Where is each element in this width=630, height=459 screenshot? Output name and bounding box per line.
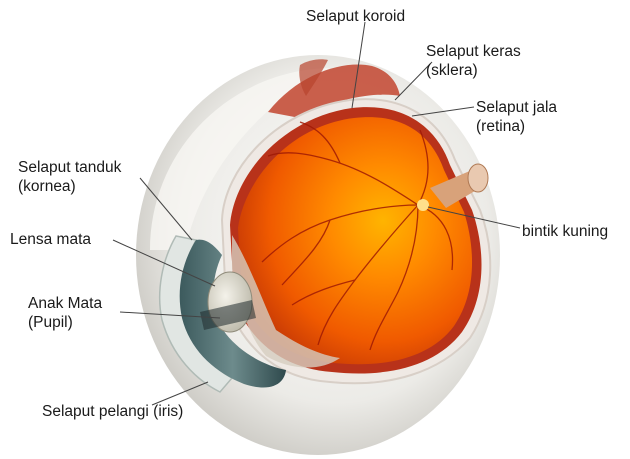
label-koroid: Selaput koroid [306, 7, 405, 26]
label-kornea: Selaput tanduk (kornea) [18, 158, 121, 196]
label-iris-text: Selaput pelangi (iris) [42, 402, 183, 421]
label-lensa-text: Lensa mata [10, 230, 91, 249]
label-iris: Selaput pelangi (iris) [42, 402, 183, 421]
label-kornea-line1: Selaput tanduk [18, 158, 121, 177]
label-bintik-text: bintik kuning [522, 222, 608, 241]
label-lensa: Lensa mata [10, 230, 91, 249]
label-sklera-line2: (sklera) [426, 61, 521, 80]
label-sklera: Selaput keras (sklera) [426, 42, 521, 80]
label-kornea-line2: (kornea) [18, 177, 121, 196]
label-koroid-text: Selaput koroid [306, 7, 405, 26]
label-retina-line1: Selaput jala [476, 98, 557, 117]
label-bintik: bintik kuning [522, 222, 608, 241]
label-pupil-line1: Anak Mata [28, 294, 102, 313]
label-pupil: Anak Mata (Pupil) [28, 294, 102, 332]
label-sklera-line1: Selaput keras [426, 42, 521, 61]
label-pupil-line2: (Pupil) [28, 313, 102, 332]
label-retina: Selaput jala (retina) [476, 98, 557, 136]
label-retina-line2: (retina) [476, 117, 557, 136]
